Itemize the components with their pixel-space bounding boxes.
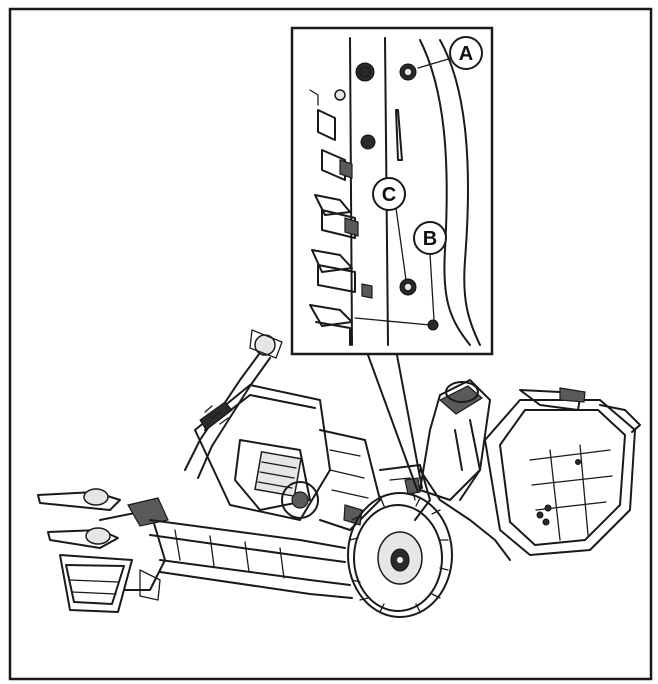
detail-inset: A C B (290, 26, 494, 356)
callout-a-label: A (459, 43, 473, 65)
callout-c: C (372, 177, 406, 211)
engine (194, 384, 381, 531)
inset-brackets (309, 89, 431, 346)
linkage (379, 464, 431, 521)
snowblower-machine (37, 329, 641, 618)
figure-frame (8, 7, 653, 681)
callout-c-label: C (382, 184, 396, 206)
drive-wheel (347, 492, 453, 618)
frame-tubes (149, 329, 353, 599)
leader-lines (367, 354, 423, 493)
inset-bolts (334, 62, 439, 331)
callout-b-label: B (423, 228, 437, 250)
callout-b: B (413, 221, 447, 255)
callout-a: A (449, 36, 483, 70)
auger-housing (419, 379, 641, 561)
handlebar-assembly (37, 488, 169, 613)
